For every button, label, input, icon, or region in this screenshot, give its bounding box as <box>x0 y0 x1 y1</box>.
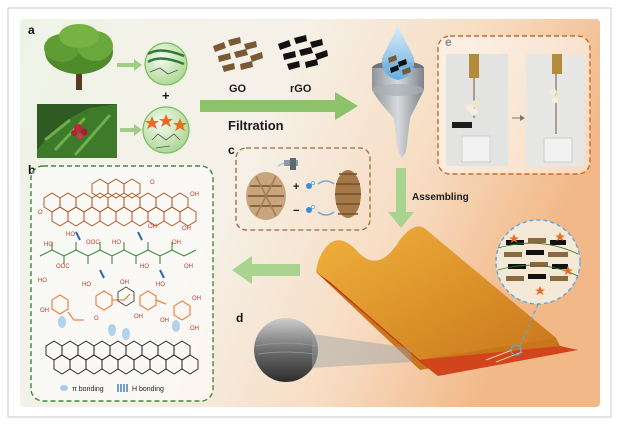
chem-label: HO <box>82 282 91 288</box>
chem-label: OH <box>148 224 157 230</box>
zoom-pointer <box>510 303 539 356</box>
panel-c-border <box>235 147 371 231</box>
chem-label: OH <box>182 226 191 232</box>
filtration-arrow <box>200 92 358 120</box>
arrow-to-panel-b <box>232 256 300 284</box>
h-bond-legend-icon <box>117 384 128 392</box>
pi-bonding-label: π bonding <box>72 386 104 393</box>
cellulose-sphere <box>144 42 188 86</box>
c-minus-sign: − <box>293 205 299 217</box>
composite-film <box>316 226 578 376</box>
chem-label: HO <box>44 242 53 248</box>
spray-bottle-icon <box>277 158 298 170</box>
chem-label: OH <box>172 240 181 246</box>
rgo-label: rGO <box>290 83 312 95</box>
closed-pinecone <box>335 170 361 218</box>
tannic-acid-sphere <box>142 106 190 154</box>
cycle-arrows <box>317 180 335 216</box>
drop-flakes <box>388 55 411 75</box>
panel-label-d: d <box>236 311 243 325</box>
chem-label: HO <box>156 282 165 288</box>
pi-bond-legend-icon <box>60 385 68 391</box>
chem-label: O <box>150 180 155 186</box>
orange-star-molecules <box>145 114 187 131</box>
chem-label: OH <box>190 192 199 198</box>
cellulose-chain <box>39 242 197 264</box>
chem-label: O <box>38 210 43 216</box>
chem-label: OH <box>190 326 199 332</box>
go-label: GO <box>229 83 247 95</box>
assembling-arrow <box>388 168 414 228</box>
rgo-flakes <box>278 35 328 70</box>
h-bond-markers <box>75 231 165 279</box>
h-bonding-label: H bonding <box>132 386 164 393</box>
tannin-core-ring <box>117 286 135 307</box>
chem-label: OOC <box>86 240 100 246</box>
filtration-label: Filtration <box>228 118 284 133</box>
sem-image <box>254 318 318 382</box>
arrow-before-after <box>512 115 525 121</box>
photo-after <box>526 54 584 166</box>
stacked-flakes <box>504 238 568 281</box>
chem-label: OH <box>192 296 201 302</box>
water-molecule-icons <box>306 181 315 213</box>
sem-callout <box>312 334 412 368</box>
bond-legend: π bonding H bonding <box>60 384 164 393</box>
chem-label: HO <box>38 278 47 284</box>
chem-label: OH <box>40 308 49 314</box>
chem-label: OH <box>184 264 193 270</box>
chem-label: HO <box>112 240 121 246</box>
chem-label: O <box>94 316 99 322</box>
arrow-plant-to-tannin <box>120 124 142 136</box>
tree-icon <box>44 24 113 90</box>
arrow-tree-to-cellulose <box>117 59 142 71</box>
pi-bond-markers <box>58 316 180 340</box>
tannic-acid-structure <box>51 290 191 321</box>
water-drop <box>381 26 415 80</box>
open-pinecone <box>246 172 286 220</box>
c-plus-sign: + <box>293 181 299 193</box>
panel-label-b: b <box>28 163 35 177</box>
rgo-hexagon-network <box>45 340 199 375</box>
zoom-orange-stars <box>509 232 573 295</box>
layered-structure-zoom <box>495 219 581 305</box>
chem-label: OH <box>120 280 129 286</box>
panel-label-c: c <box>228 143 235 157</box>
go-flakes <box>213 37 263 72</box>
plus-sign: + <box>162 88 170 103</box>
figure-border <box>7 7 612 418</box>
assembling-label: Assembling <box>412 192 469 203</box>
chem-label: OOC <box>56 264 70 270</box>
go-hexagon-network <box>43 178 197 227</box>
chem-label-group: O OH O OH OH HO HO OH OOC HO OOC HO OH H… <box>38 180 201 332</box>
chem-label: HO <box>140 264 149 270</box>
chem-label: OH <box>160 318 169 324</box>
plant-photo <box>37 104 117 158</box>
panel-label-a: a <box>28 23 35 37</box>
chem-label: HO <box>66 232 75 238</box>
chem-label: OH <box>134 314 143 320</box>
photo-before <box>446 54 508 166</box>
